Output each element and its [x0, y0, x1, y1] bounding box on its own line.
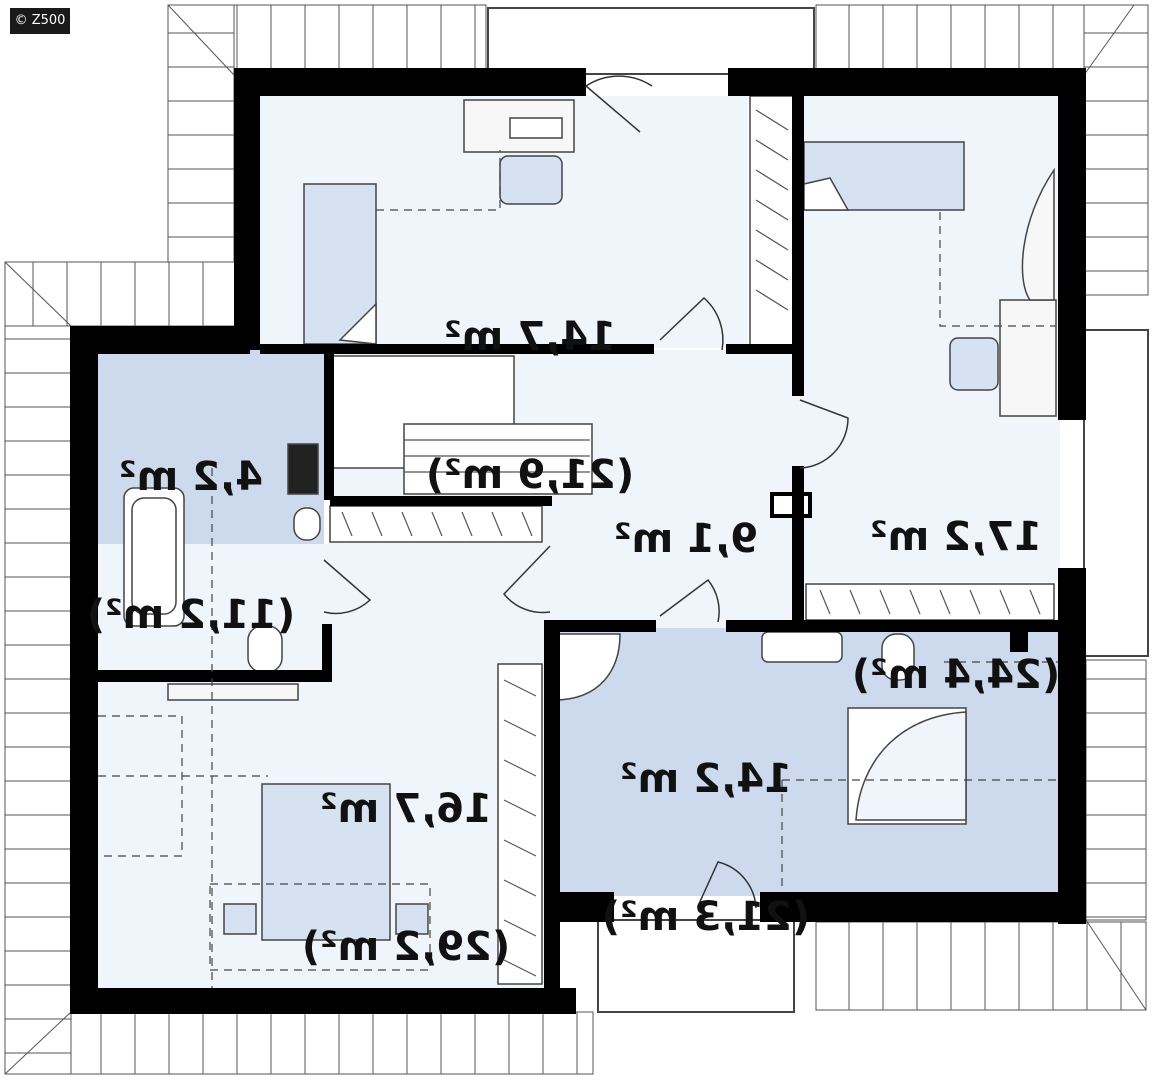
watermark-badge: © Z500	[10, 8, 70, 34]
area-label-bathroom-left: 4,2 m² (11,2 m²)	[86, 362, 296, 684]
area-label-bedroom-bottom: 16,7 m² (29,2 m²)	[296, 694, 516, 1016]
area-label-bedroom-right: 17,2 m² (24,4 m²)	[846, 422, 1066, 744]
area-value: 9,1 m²	[614, 516, 758, 562]
gross-area-value: (21,3 m²)	[601, 894, 811, 940]
area-value: 4,2 m²	[119, 454, 263, 500]
gross-area-value: (24,4 m²)	[851, 652, 1061, 698]
area-value: 17,2 m²	[870, 514, 1042, 560]
dashed-lines	[98, 150, 1058, 988]
furniture	[123, 95, 1057, 985]
area-value: 14,7 m²	[444, 314, 616, 360]
gross-area-value: (11,2 m²)	[86, 592, 296, 638]
gross-area-value: (29,2 m²)	[301, 924, 511, 970]
walls	[70, 68, 1086, 1014]
roof	[4, 4, 1149, 1075]
area-label-bathroom-main: 14,2 m² (21,3 m²)	[596, 664, 816, 986]
balcony	[487, 7, 1149, 1013]
room-bathroom-main-floor	[548, 628, 1058, 896]
wardrobe-hatching	[341, 109, 1041, 977]
area-value: 16,7 m²	[320, 786, 492, 832]
area-label-hall: 9,1 m²	[596, 424, 776, 608]
doors	[323, 75, 849, 909]
area-value: 14,2 m²	[620, 756, 792, 802]
